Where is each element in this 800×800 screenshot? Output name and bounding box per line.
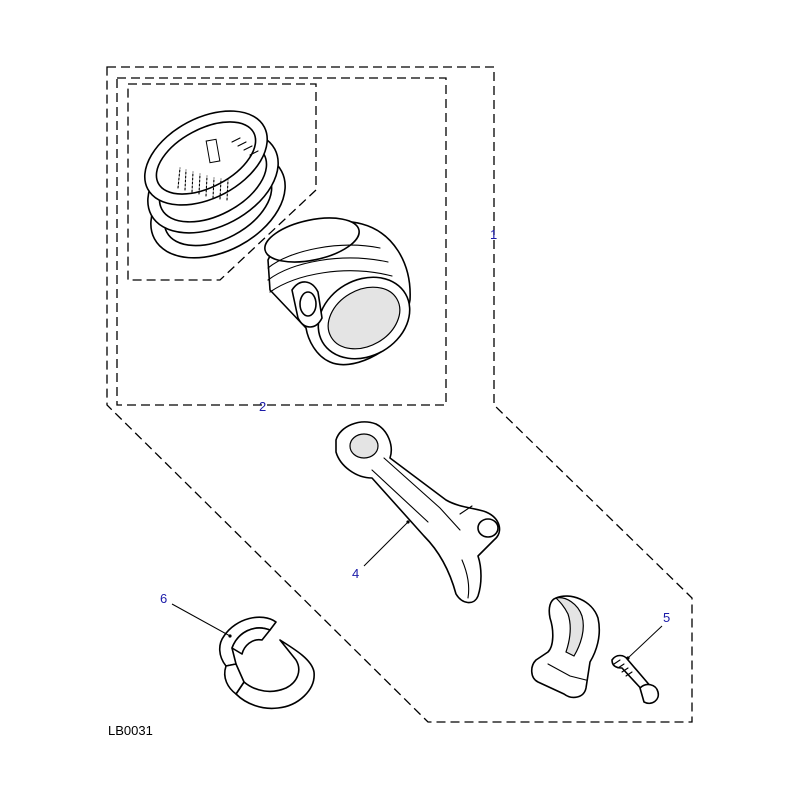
leader-lines [171,520,663,660]
piston-icon [264,217,411,366]
leader-5 [627,625,663,659]
leader-4 [363,521,409,567]
diagram-id-label: LB0031 [108,723,153,738]
callout-4: 4 [352,566,359,581]
leader-dot-4 [406,520,410,524]
callout-2: 2 [259,399,266,414]
callout-5: 5 [663,610,670,625]
bolt-icon [611,654,660,705]
assembly-1-boundary [106,66,693,723]
leader-dot-6 [228,634,232,638]
callout-labels: 1 2 4 5 6 [160,227,670,625]
piston-rings-icon [143,110,286,259]
callout-1: 1 [490,227,497,242]
ring-set-boundary [127,83,317,281]
leader-6 [171,603,231,637]
rod-cap-icon [530,595,601,699]
bearing-shell-icon [218,616,315,710]
connecting-rod-icon [335,421,501,604]
leader-dot-5 [626,656,630,660]
assembly-2-boundary [116,77,447,406]
callout-6: 6 [160,591,167,606]
group-boundaries [106,66,693,723]
